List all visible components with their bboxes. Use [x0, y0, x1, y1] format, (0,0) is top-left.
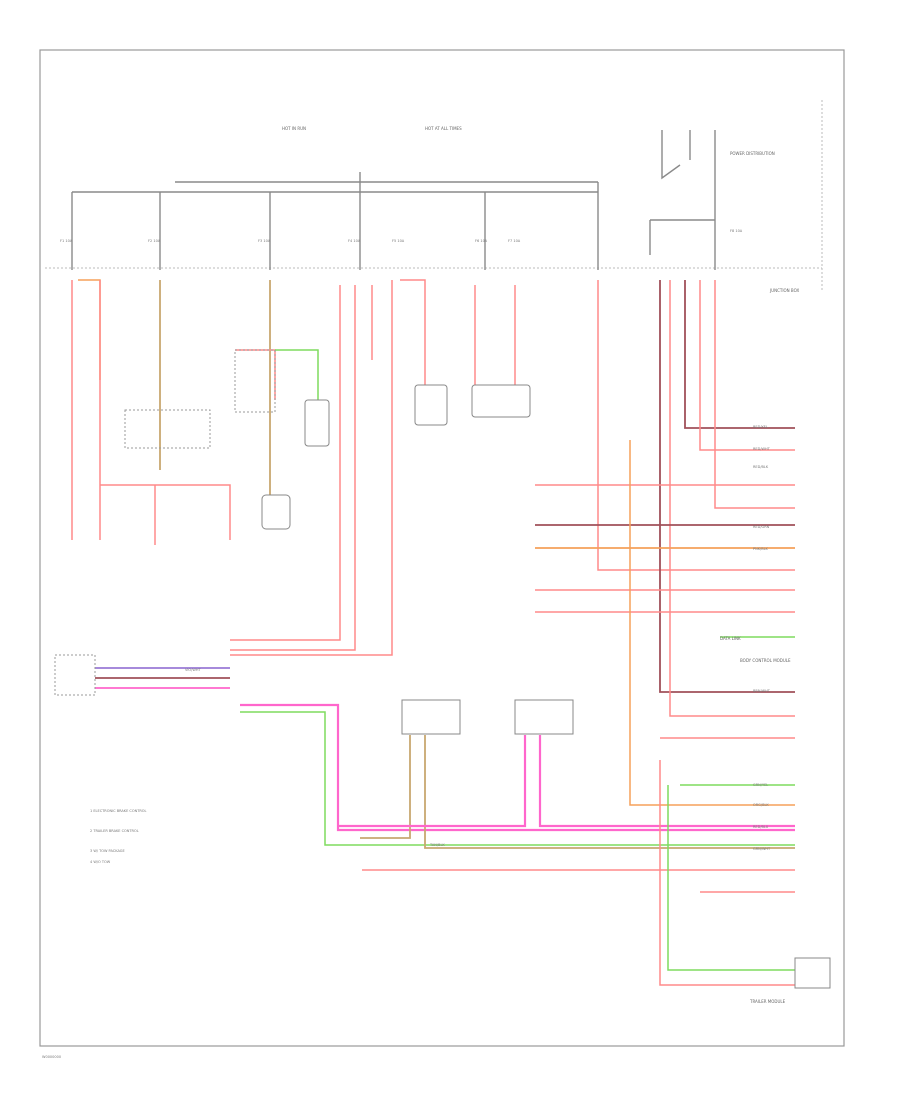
wire-code-6: BRN/WHT — [753, 689, 771, 693]
wire-red-14 — [400, 279, 426, 385]
component-fuse-1 — [401, 699, 461, 735]
legend-item-1: 1 ELECTRONIC BRAKE CONTROL — [90, 809, 147, 813]
component-connector — [794, 957, 831, 989]
wire-red-40 — [659, 760, 795, 986]
wire-code-11: VIO/WHT — [185, 668, 201, 672]
wire-green-31 — [240, 711, 795, 846]
wire-red-11 — [230, 285, 356, 651]
wire-orange-2 — [78, 279, 101, 380]
fuse-label-4: F4 10A — [348, 239, 361, 243]
wire-red-13 — [230, 280, 393, 656]
component-switch-block — [234, 349, 276, 413]
legend-item-3: 3 W/ TOW PACKAGE — [90, 849, 125, 853]
wire-group — [71, 279, 795, 986]
fuse-label-7: F7 10A — [508, 239, 521, 243]
top-label-2: HOT AT ALL TIMES — [425, 126, 462, 131]
wire-red-8 — [235, 349, 276, 400]
wire-red-17 — [597, 280, 795, 571]
wire-code-7: GRN/YEL — [753, 783, 768, 787]
sheet-code: W0000000 — [42, 1055, 61, 1059]
wire-code-12: TAN/BLK — [429, 843, 445, 847]
wire-brown-20 — [684, 280, 795, 429]
component-sensor — [414, 384, 448, 426]
wire-pink-35 — [538, 735, 795, 828]
wire-code-1: RED/YEL — [753, 425, 768, 429]
right-label-3: BODY CONTROL MODULE — [740, 658, 791, 663]
component-lamp — [304, 399, 330, 447]
wire-code-5: PNK/BLK — [753, 547, 769, 551]
right-label-1: JUNCTION BOX — [769, 288, 799, 293]
wire-red-22 — [699, 280, 795, 451]
fuse-label-5: F5 10A — [392, 239, 405, 243]
component-control-unit — [54, 654, 96, 696]
wire-brown-18 — [659, 280, 795, 693]
wire-pink-34 — [338, 735, 527, 828]
component-fuse-2 — [514, 699, 574, 735]
fuse-label-8: F8 10A — [730, 229, 743, 233]
component-relay-block — [124, 409, 211, 449]
wire-green-38 — [667, 785, 795, 971]
wire-code-9: RED/BLU — [753, 825, 769, 829]
top-label-1: HOT IN RUN — [282, 126, 306, 131]
wire-tan-33 — [424, 735, 795, 849]
component-trailer-module — [471, 384, 531, 418]
fuse-label-1: F1 10A — [60, 239, 73, 243]
fuse-label-2: F2 10A — [148, 239, 161, 243]
fuse-label-3: F3 10A — [258, 239, 271, 243]
wire-code-3: RED/BLK — [753, 465, 769, 469]
wire-pink-30 — [240, 703, 795, 832]
wire-orange-37 — [629, 440, 795, 806]
wire-red-10 — [230, 285, 341, 641]
relay-switch — [661, 130, 681, 180]
right-label-2: DATA LINK — [720, 636, 741, 641]
wire-red-5 — [100, 484, 231, 540]
wire-red-19 — [669, 280, 795, 717]
wire-green-9 — [275, 349, 319, 400]
legend-item-2: 2 TRAILER BRAKE CONTROL — [90, 829, 139, 833]
wire-red-21 — [714, 280, 795, 509]
wire-code-8: ORG/BLK — [753, 803, 769, 807]
wire-code-4: RED/GRN — [753, 525, 770, 529]
wire-tan-32 — [360, 735, 411, 839]
diagram-frame — [39, 49, 845, 1047]
component-motor — [261, 494, 291, 530]
fuse-label-6: F6 10A — [475, 239, 488, 243]
wire-code-10: GRN/WHT — [753, 847, 771, 851]
right-label-4: TRAILER MODULE — [749, 999, 786, 1004]
legend-item-4: 4 W/O TOW — [90, 860, 111, 864]
top-label-3: POWER DISTRIBUTION — [730, 151, 775, 156]
wire-code-2: RED/WHT — [753, 447, 771, 451]
